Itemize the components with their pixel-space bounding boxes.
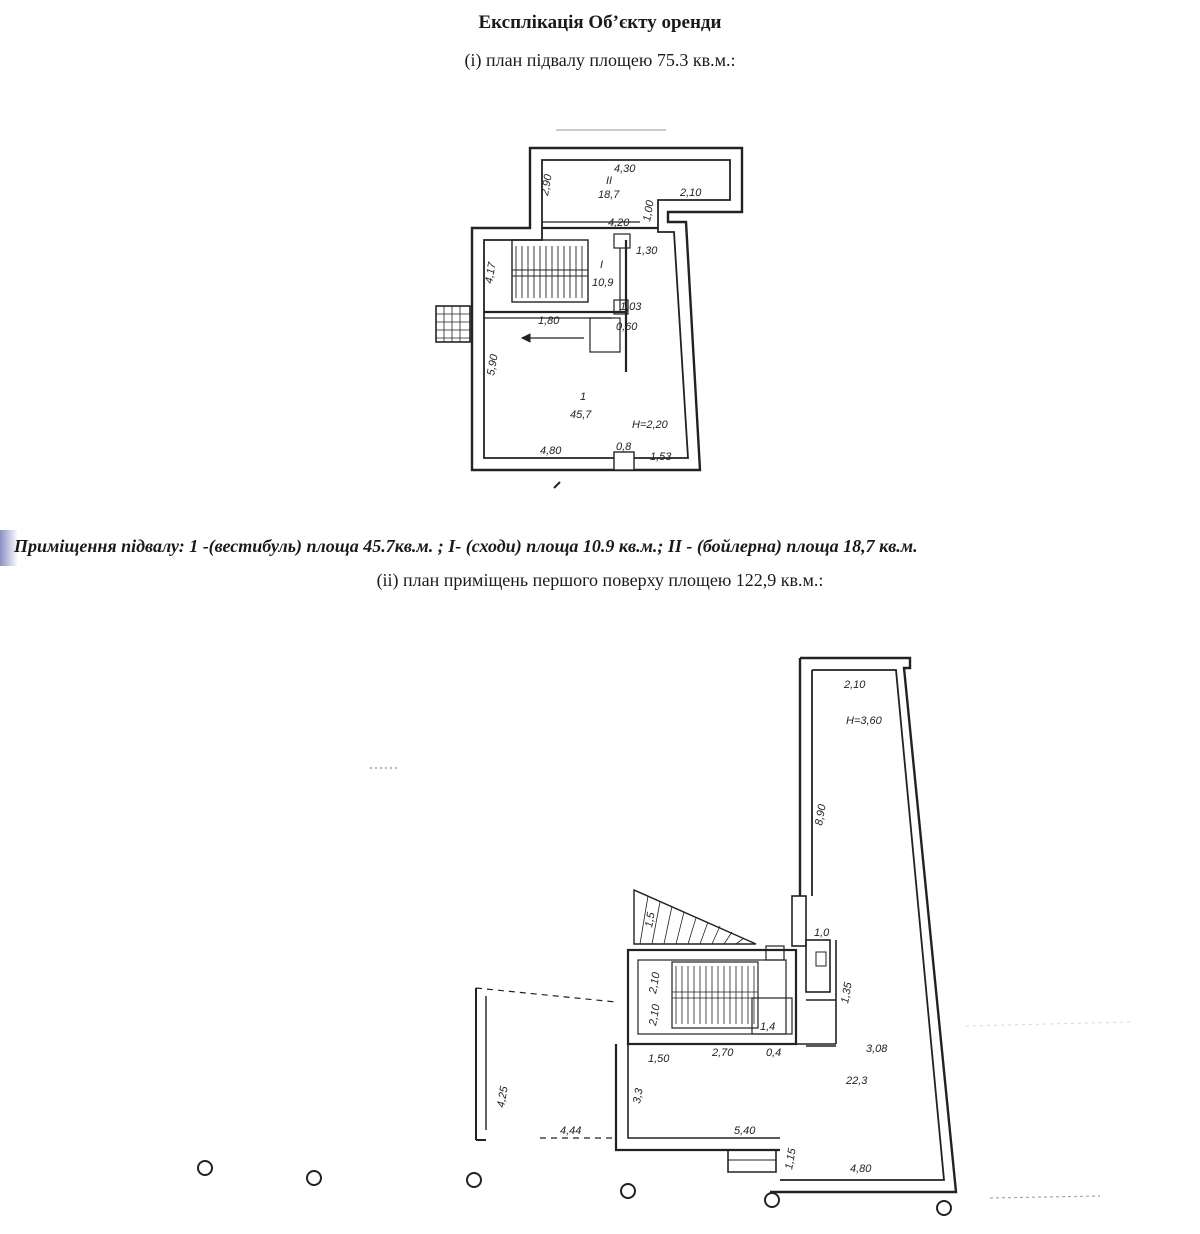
first-floor-plan xyxy=(197,656,1131,1216)
first-floor-dim-outside: 4,44 xyxy=(560,1125,581,1137)
basement-dim-bottom-left: 4,80 xyxy=(540,445,562,457)
first-floor-dim-bottom-mid: 5,40 xyxy=(734,1125,756,1137)
basement-dim-stair-top: 4,20 xyxy=(608,217,630,229)
first-floor-dim-outside-v: 4,25 xyxy=(495,1084,511,1108)
first-floor-dim-right-tall: 8,90 xyxy=(813,802,829,826)
first-floor-dim-room-b: 1,4 xyxy=(760,1021,775,1033)
basement-room-i-number: I xyxy=(600,259,603,271)
first-floor-dim-stair: 2,10 xyxy=(647,970,663,995)
basement-dim-left-upper: 2,90 xyxy=(539,172,555,197)
basement-dim-top: 4,30 xyxy=(614,163,636,175)
basement-dim-bottom-right: 1,53 xyxy=(650,451,672,463)
basement-rooms-text: Приміщення підвалу: 1 -(вестибуль) площа… xyxy=(14,536,918,556)
first-floor-dim-room-c: 0,4 xyxy=(766,1047,781,1059)
first-floor-dim-room-d: 1,50 xyxy=(648,1053,670,1065)
first-floor-dim-bottom-right: 4,80 xyxy=(850,1163,872,1175)
first-floor-dim-room-a: 2,70 xyxy=(711,1047,734,1059)
first-floor-dim-bottom-step: 1,15 xyxy=(783,1146,799,1170)
basement-room-ii-area: 18,7 xyxy=(598,189,620,201)
basement-room-ii-number: II xyxy=(606,175,612,187)
basement-dim-right-upper: 2,10 xyxy=(679,187,702,199)
first-floor-dim-stair-b: 2,10 xyxy=(647,1002,663,1027)
basement-dim-side: 1,03 xyxy=(620,301,642,313)
basement-height: H=2,20 xyxy=(632,419,669,431)
first-floor-dim-left: 3,3 xyxy=(631,1087,646,1105)
first-floor-height: H=3,60 xyxy=(846,715,883,727)
basement-dim-vert: 1,00 xyxy=(641,198,657,222)
first-floor-dim-slope: 1,5 xyxy=(643,911,658,929)
first-floor-room-area: 22,3 xyxy=(845,1075,868,1087)
first-floor-dim-small-b: 1,35 xyxy=(839,980,855,1004)
basement-plan-labels: II 18,7 4,30 2,90 2,10 1,00 4,20 1,30 4,… xyxy=(483,163,702,463)
basement-dim-door: 0,60 xyxy=(616,321,638,333)
basement-room-i-area: 10,9 xyxy=(592,277,613,289)
document-title: Експлікація Об’єкту оренди xyxy=(478,12,722,33)
basement-plan-caption: (і) план підвалу площею 75.3 кв.м.: xyxy=(464,50,736,70)
basement-dim-mid: 1,80 xyxy=(538,315,560,327)
first-floor-dim-top: 2,10 xyxy=(843,679,866,691)
basement-dim-stair-left: 4,17 xyxy=(483,260,499,284)
basement-dim-bottom-door: 0,8 xyxy=(616,441,632,453)
first-floor-plan-caption: (іі) план приміщень першого поверху площ… xyxy=(376,570,824,590)
first-floor-plan-labels: 2,10 H=3,60 8,90 1,0 1,35 1,5 2,10 2,10 … xyxy=(495,679,888,1175)
scan-edge-shade xyxy=(0,530,18,566)
basement-dim-left-lower: 5,90 xyxy=(485,352,501,376)
basement-room-1-number: 1 xyxy=(580,391,586,403)
first-floor-dim-small-a: 1,0 xyxy=(814,927,830,939)
basement-rooms-summary: Приміщення підвалу: 1 -(вестибуль) площа… xyxy=(0,530,1200,566)
basement-plan xyxy=(435,129,744,489)
first-floor-dim-room-e: 3,08 xyxy=(866,1043,888,1055)
basement-dim-stair-right: 1,30 xyxy=(636,245,658,257)
basement-room-1-area: 45,7 xyxy=(570,409,592,421)
